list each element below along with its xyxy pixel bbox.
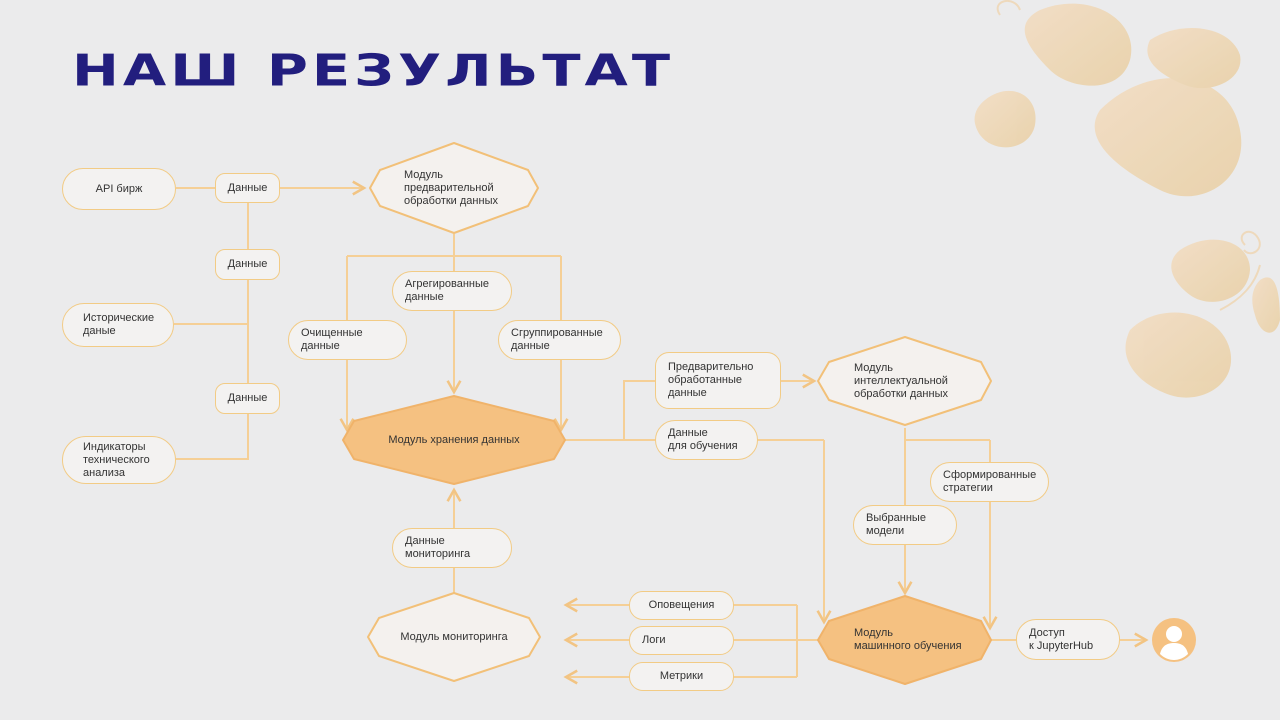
ml-module-label: Модуль машинного обучения — [854, 627, 962, 652]
diamond-storage — [342, 395, 566, 485]
node-training-data: Данные для обучения — [655, 420, 758, 460]
node-preprocessed: Предварительно обработанные данные — [655, 352, 781, 409]
node-aggregated: Агрегированные данные — [392, 271, 512, 311]
node-data-3: Данные — [215, 383, 280, 414]
node-strategies: Сформированные стратегии — [930, 462, 1049, 502]
node-alerts: Оповещения — [629, 591, 734, 620]
node-grouped: Сгруппированные данные — [498, 320, 621, 360]
node-data-1: Данные — [215, 173, 280, 203]
node-api: API бирж — [62, 168, 176, 210]
preprocess-module-label: Модуль предварительной обработки данных — [404, 168, 498, 207]
diamond-ml — [817, 595, 992, 685]
storage-module-label: Модуль хранения данных — [388, 433, 520, 446]
intel-module-label: Модуль интеллектуальной обработки данных — [854, 361, 948, 400]
diamond-intel — [817, 336, 992, 426]
user-avatar-icon — [1152, 618, 1196, 662]
node-logs: Логи — [629, 626, 734, 655]
node-metrics: Метрики — [629, 662, 734, 691]
monitoring-module-label: Модуль мониторинга — [400, 630, 508, 643]
node-jupyter: Доступ к JupyterHub — [1016, 619, 1120, 660]
node-monitoring-data: Данные мониторинга — [392, 528, 512, 568]
node-models: Выбранные модели — [853, 505, 957, 545]
node-indicators: Индикаторы технического анализа — [62, 436, 176, 484]
node-historical: Исторические даные — [62, 303, 174, 347]
node-cleaned: Очищенные данные — [288, 320, 407, 360]
node-data-2: Данные — [215, 249, 280, 280]
diamond-monitoring — [367, 592, 541, 682]
diamond-preprocess — [369, 142, 539, 234]
page-title: НАШ РЕЗУЛЬТАТ — [72, 45, 675, 97]
